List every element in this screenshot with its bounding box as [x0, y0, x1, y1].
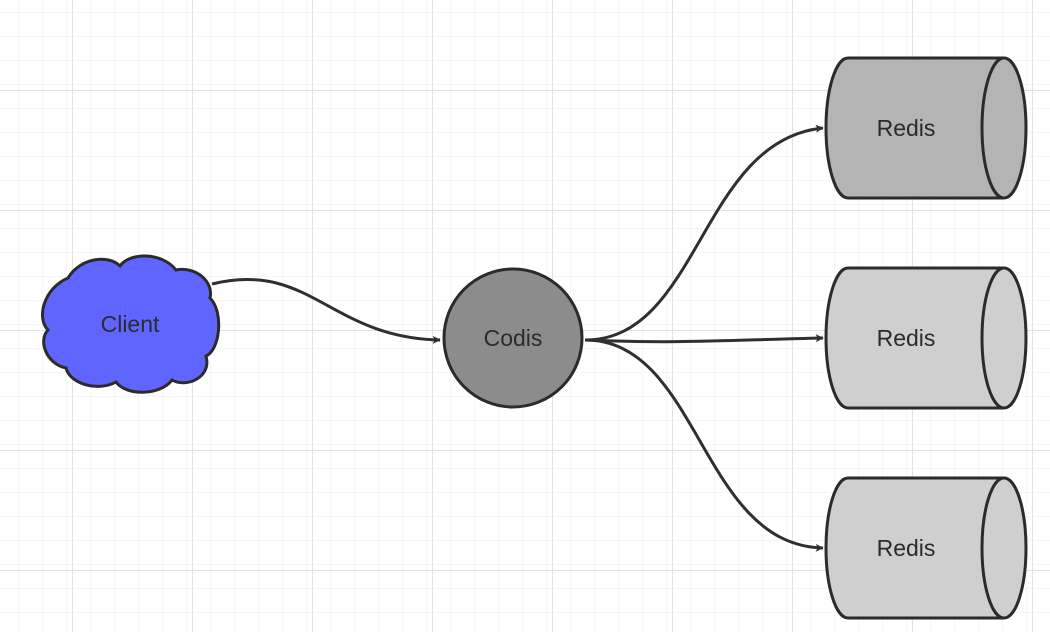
edge-codis-to-redis-1[interactable]: [584, 124, 824, 342]
client-node[interactable]: Client: [41, 254, 221, 394]
codis-node[interactable]: Codis: [442, 267, 584, 409]
codis-label: Codis: [484, 325, 543, 351]
redis-node-2[interactable]: Redis: [824, 266, 1028, 410]
edge-codis-to-redis-2[interactable]: [584, 334, 824, 344]
redis-label-2: Redis: [877, 325, 936, 351]
client-label: Client: [101, 311, 160, 337]
redis-cylinder-cap: [980, 56, 1005, 200]
redis-label-3: Redis: [877, 535, 936, 561]
redis-cylinder-cap: [980, 266, 1005, 410]
edge-codis-to-redis-3[interactable]: [584, 338, 824, 552]
redis-cylinder-cap: [980, 476, 1005, 620]
codis-circle: [442, 267, 584, 409]
redis-node-1[interactable]: Redis: [824, 56, 1028, 200]
redis-node-3[interactable]: Redis: [824, 476, 1028, 620]
cloud-shape: [41, 254, 221, 394]
redis-label-1: Redis: [877, 115, 936, 141]
edges: [211, 124, 824, 552]
edge-client-to-codis[interactable]: [211, 278, 441, 344]
